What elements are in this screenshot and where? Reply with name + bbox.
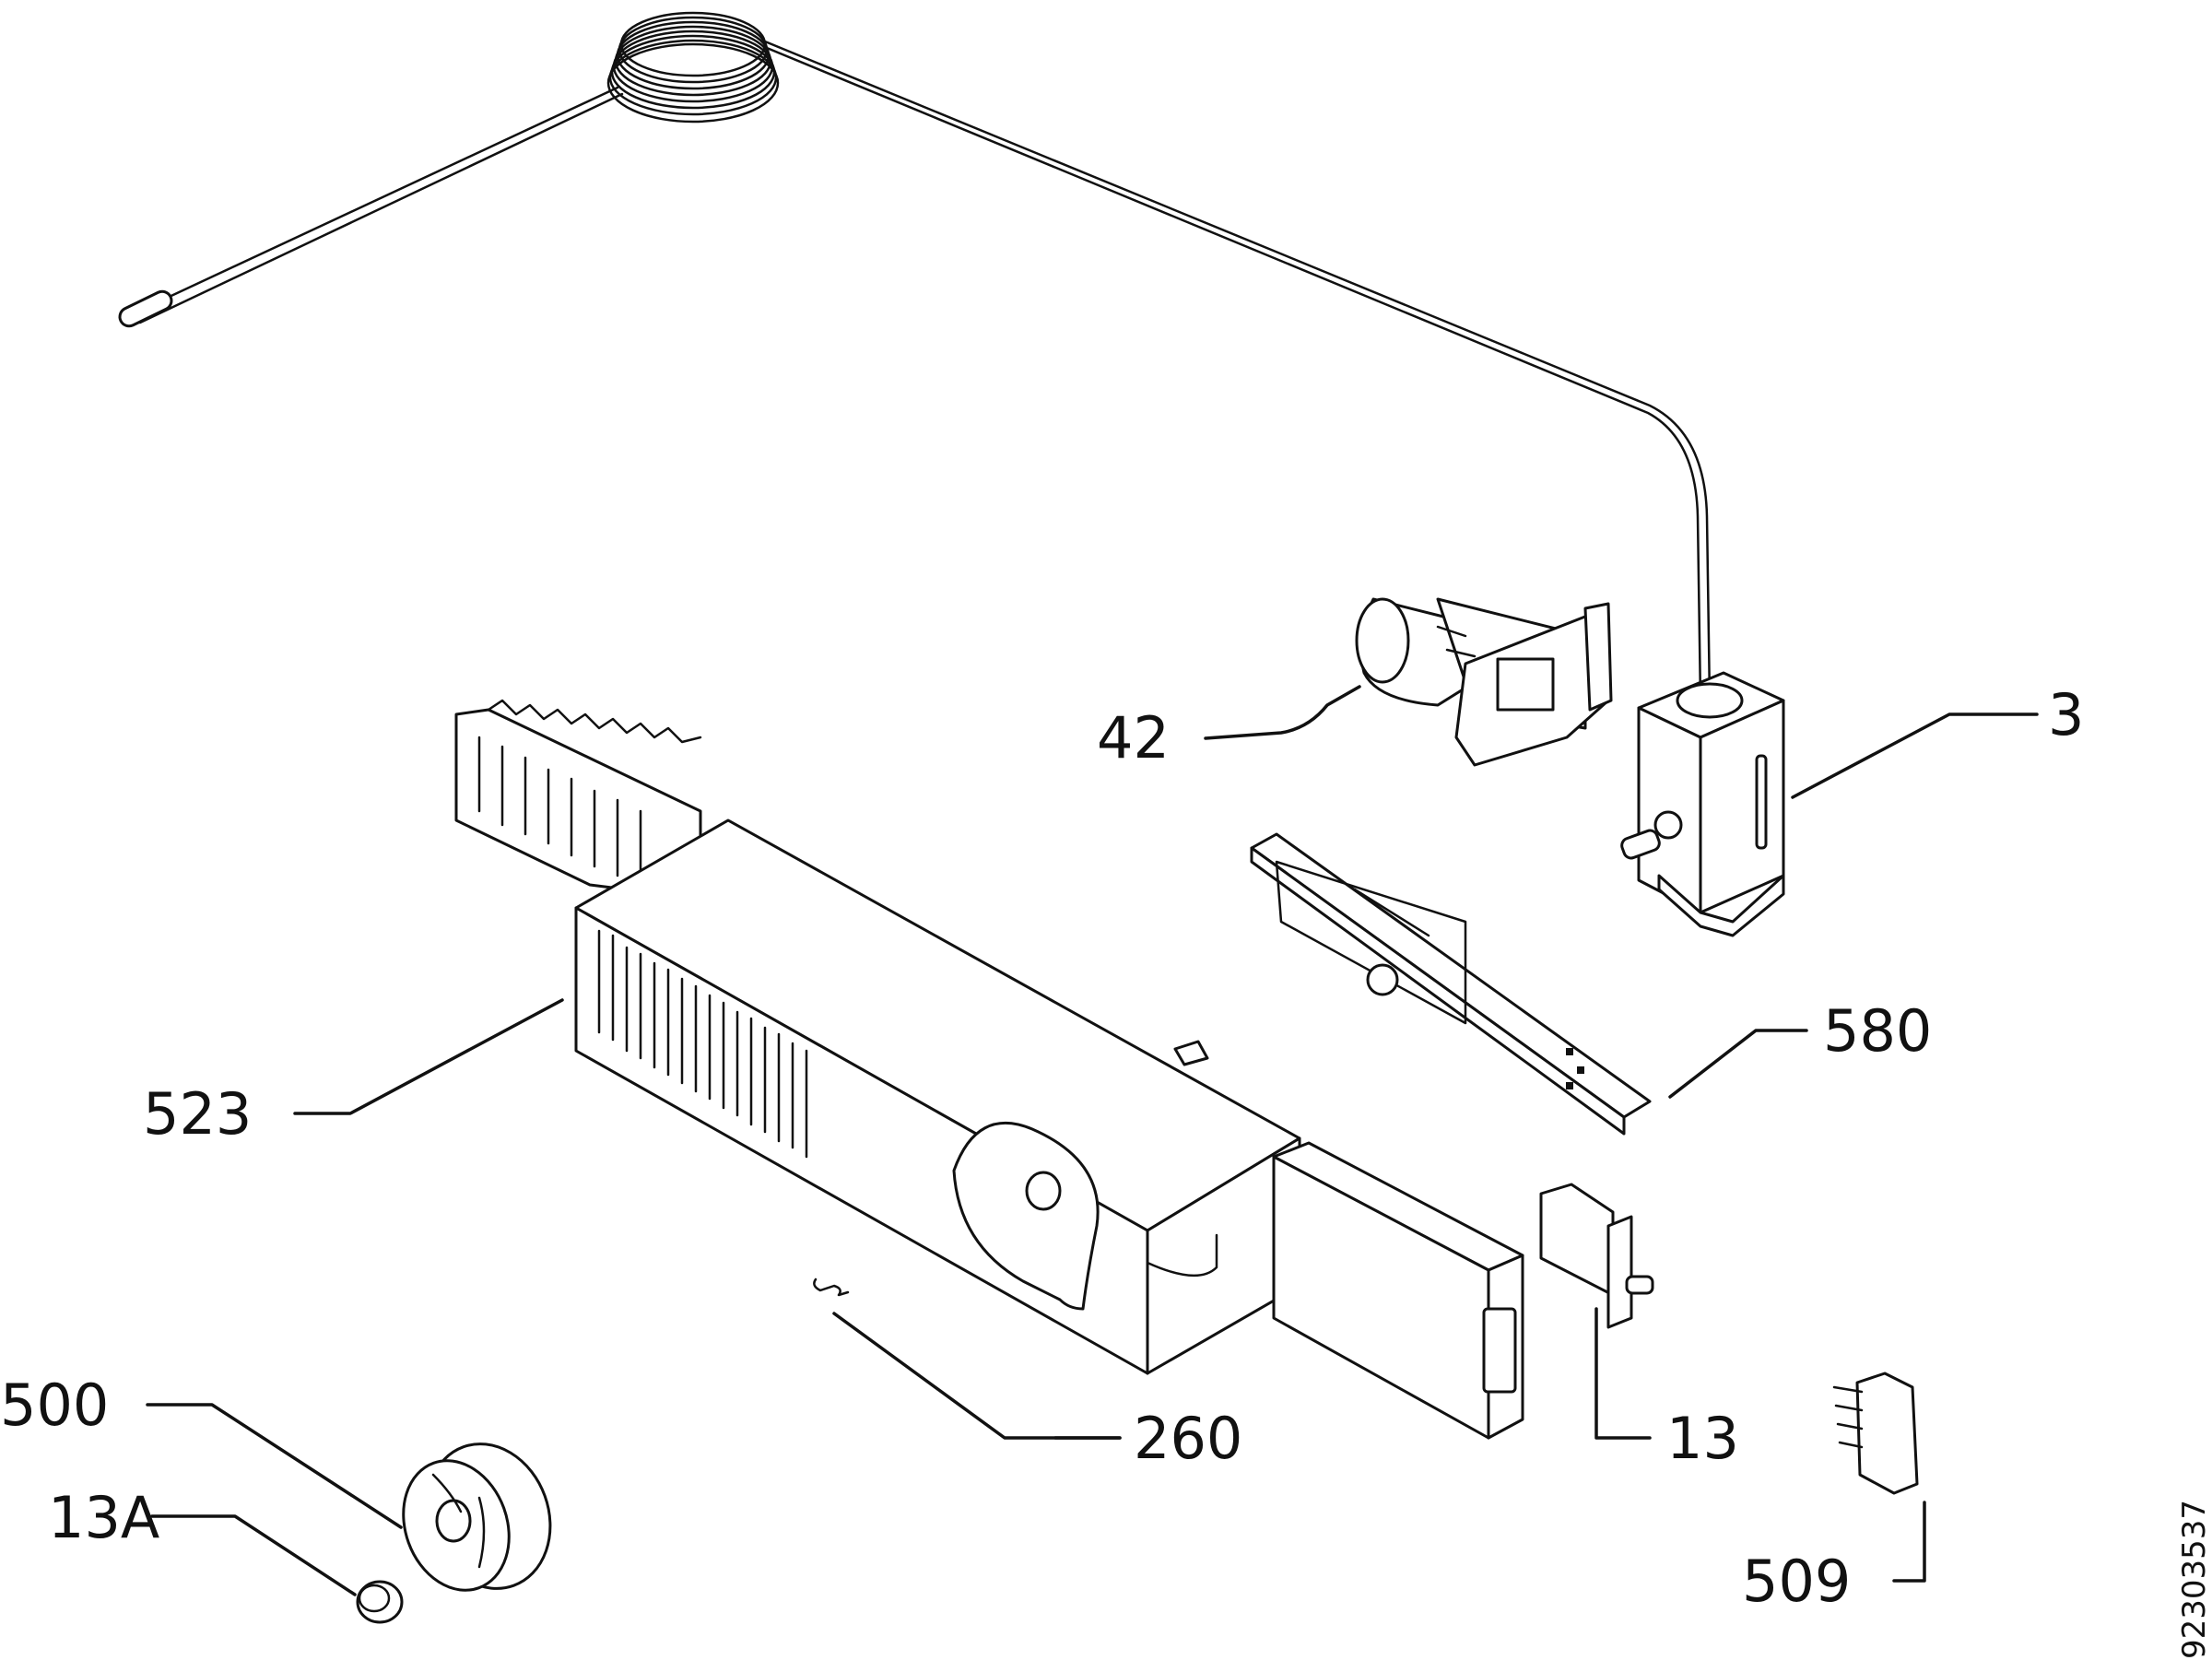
callout-509: 509 (1742, 1548, 1851, 1615)
switch-part-13 (1539, 1183, 1654, 1329)
callout-13a: 13A (48, 1484, 159, 1551)
lamp-holder-part-42 (1355, 597, 1613, 767)
callout-523: 523 (143, 1080, 252, 1148)
thermostat-part-3 (1620, 671, 1785, 937)
clip-part-260 (813, 1278, 850, 1297)
thermostat-housing-part-523 (454, 699, 1301, 1375)
lamp-cover-box (1272, 1141, 1524, 1440)
cap-part-13a (356, 1580, 404, 1624)
callout-500: 500 (0, 1372, 109, 1439)
callout-260: 260 (1134, 1405, 1242, 1472)
document-number: 92303537 (2176, 1500, 2212, 1659)
control-panel-part-580 (1250, 832, 1652, 1136)
connector-part-509 (1832, 1372, 1919, 1495)
callout-42: 42 (1097, 704, 1170, 771)
knob-part-500 (402, 1442, 552, 1592)
leader-lines (146, 685, 2039, 1596)
callout-13: 13 (1666, 1405, 1739, 1472)
callout-3: 3 (2048, 681, 2084, 748)
callout-580: 580 (1823, 997, 1932, 1065)
callout-labels: 42 3 580 523 260 13 500 13A 509 92303537 (0, 681, 2212, 1659)
capillary-tube-assembly (118, 11, 1712, 702)
